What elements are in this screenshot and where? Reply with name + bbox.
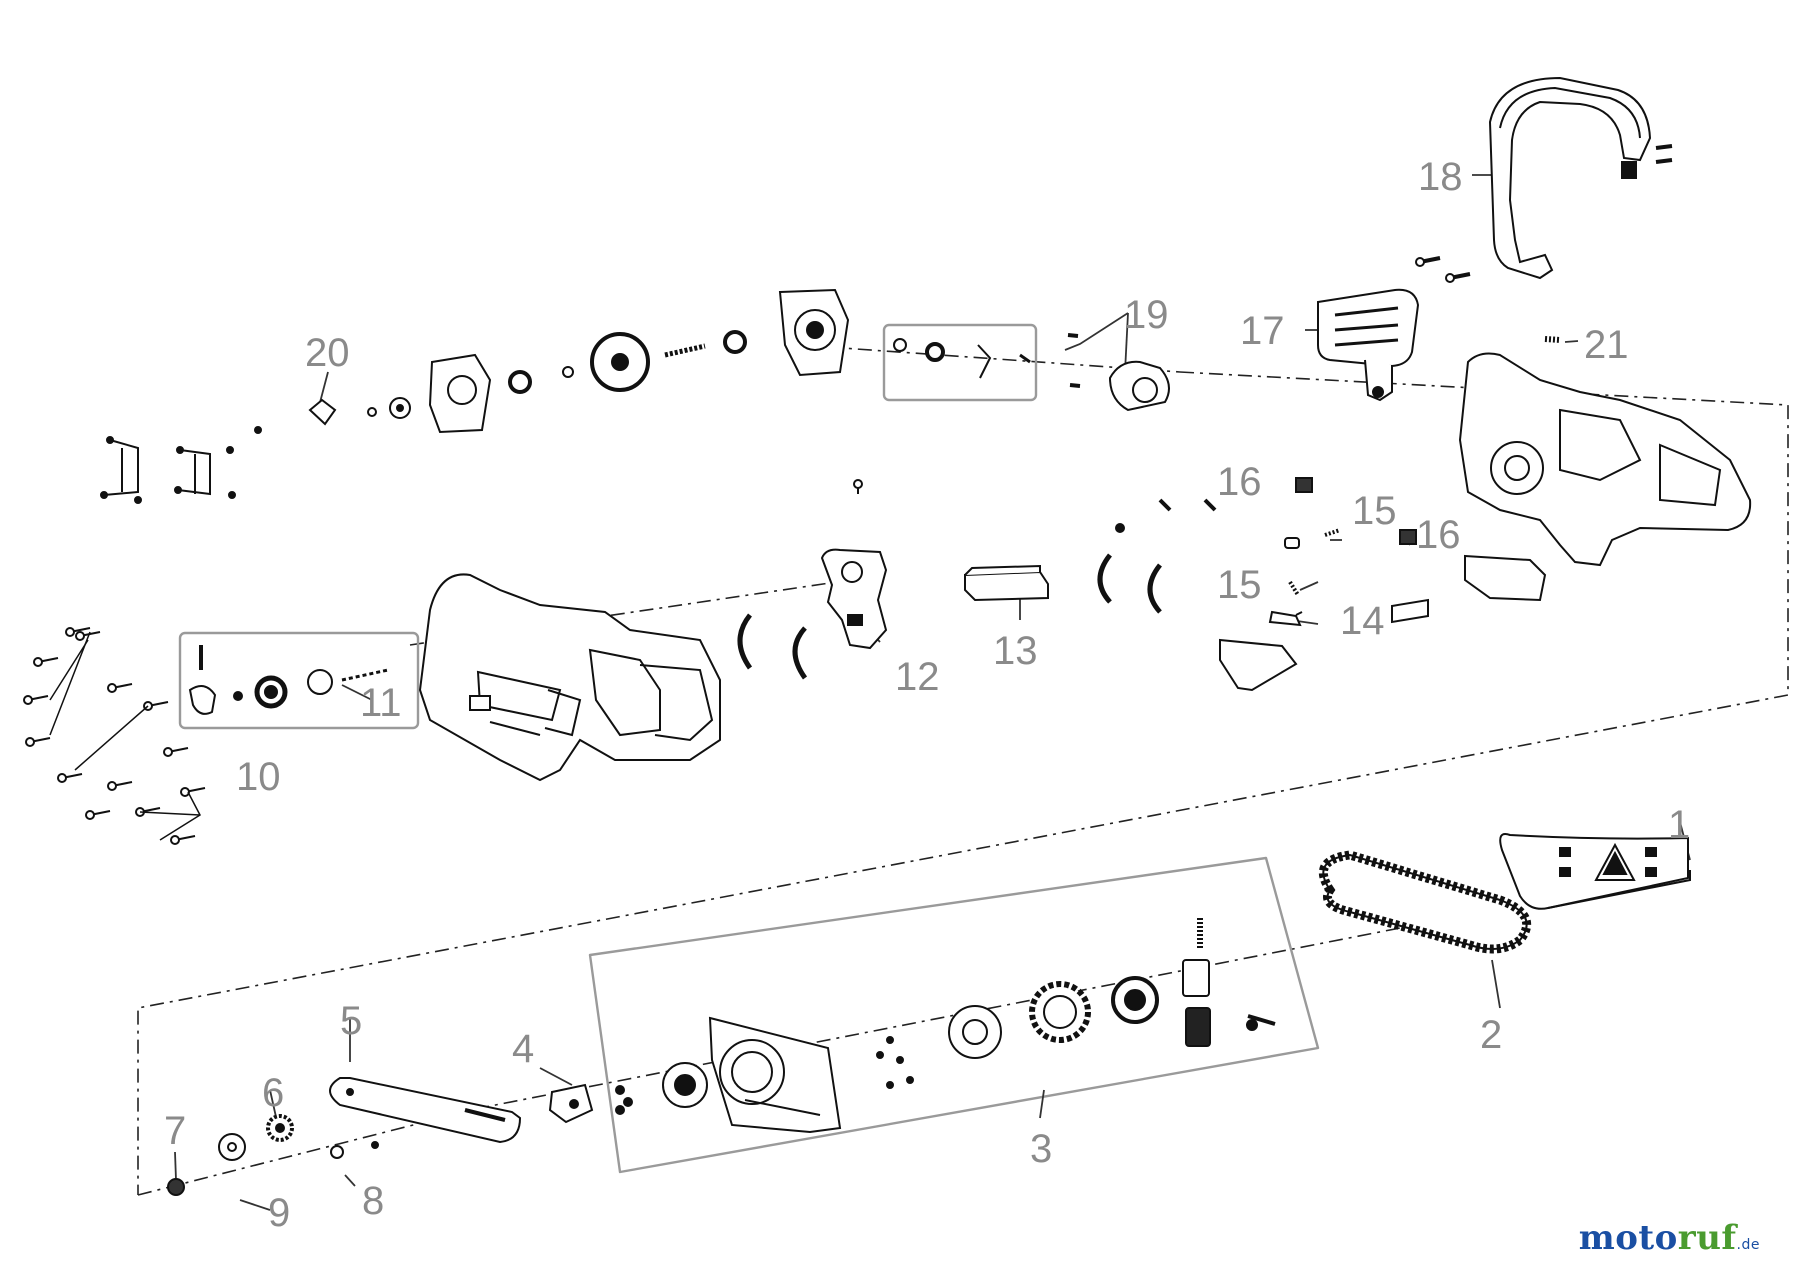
screw-leader-lines <box>49 631 201 841</box>
label-6: 6 <box>262 1071 284 1115</box>
bar-cover-part <box>1499 833 1691 910</box>
label-11: 11 <box>360 681 402 725</box>
guide-bar-part <box>329 1077 522 1144</box>
small-hardware-parts <box>167 1114 379 1196</box>
watermark-part1: moto <box>1578 1218 1678 1258</box>
group-box-10 <box>178 631 420 730</box>
tensioner-part <box>548 1083 594 1124</box>
screw-12 <box>853 479 863 494</box>
label-21: 21 <box>1584 323 1629 367</box>
brand-watermark: motoruf.de <box>1579 1218 1760 1258</box>
label-18: 18 <box>1418 155 1463 199</box>
label-17: 17 <box>1240 309 1285 353</box>
label-8: 8 <box>362 1179 384 1223</box>
group-box-3 <box>588 856 1320 1174</box>
half-rings <box>737 553 1163 680</box>
group-10-parts <box>188 645 389 715</box>
part-number-labels: 1 2 3 4 5 6 7 8 9 10 11 12 13 14 15 15 1… <box>164 155 1690 1235</box>
front-handle-part <box>1415 76 1673 283</box>
part-17 <box>1317 288 1420 402</box>
group-boxes <box>178 323 1320 1174</box>
label-15a: 15 <box>1352 489 1397 533</box>
part-13 <box>964 564 1049 602</box>
label-15b: 15 <box>1217 563 1262 607</box>
label-16a: 16 <box>1217 460 1262 504</box>
label-1: 1 <box>1668 803 1690 847</box>
label-2: 2 <box>1480 1013 1502 1057</box>
label-12: 12 <box>895 655 940 699</box>
hardware-near-19 <box>1067 333 1561 388</box>
sprocket-cover-assembly <box>615 918 1276 1134</box>
part-12 <box>820 548 888 650</box>
label-3: 3 <box>1030 1127 1052 1171</box>
label-14: 14 <box>1340 599 1385 643</box>
label-13: 13 <box>993 629 1038 673</box>
label-20: 20 <box>305 331 350 375</box>
switch-parts <box>1115 477 1547 692</box>
chain-part <box>1318 850 1532 954</box>
label-16b: 16 <box>1416 513 1461 557</box>
label-7: 7 <box>164 1109 186 1153</box>
gear-drive-parts <box>308 288 1170 434</box>
label-19: 19 <box>1124 293 1169 337</box>
group-box-19 <box>882 323 1038 402</box>
watermark-part2: ruf <box>1677 1218 1737 1258</box>
label-5: 5 <box>340 999 362 1043</box>
right-housing-part <box>1458 352 1752 567</box>
watermark-suffix: .de <box>1736 1237 1760 1253</box>
label-10: 10 <box>236 755 281 799</box>
label-9: 9 <box>268 1191 290 1235</box>
left-housing-part <box>418 573 721 782</box>
label-4: 4 <box>512 1027 534 1071</box>
left-brackets <box>100 426 262 504</box>
